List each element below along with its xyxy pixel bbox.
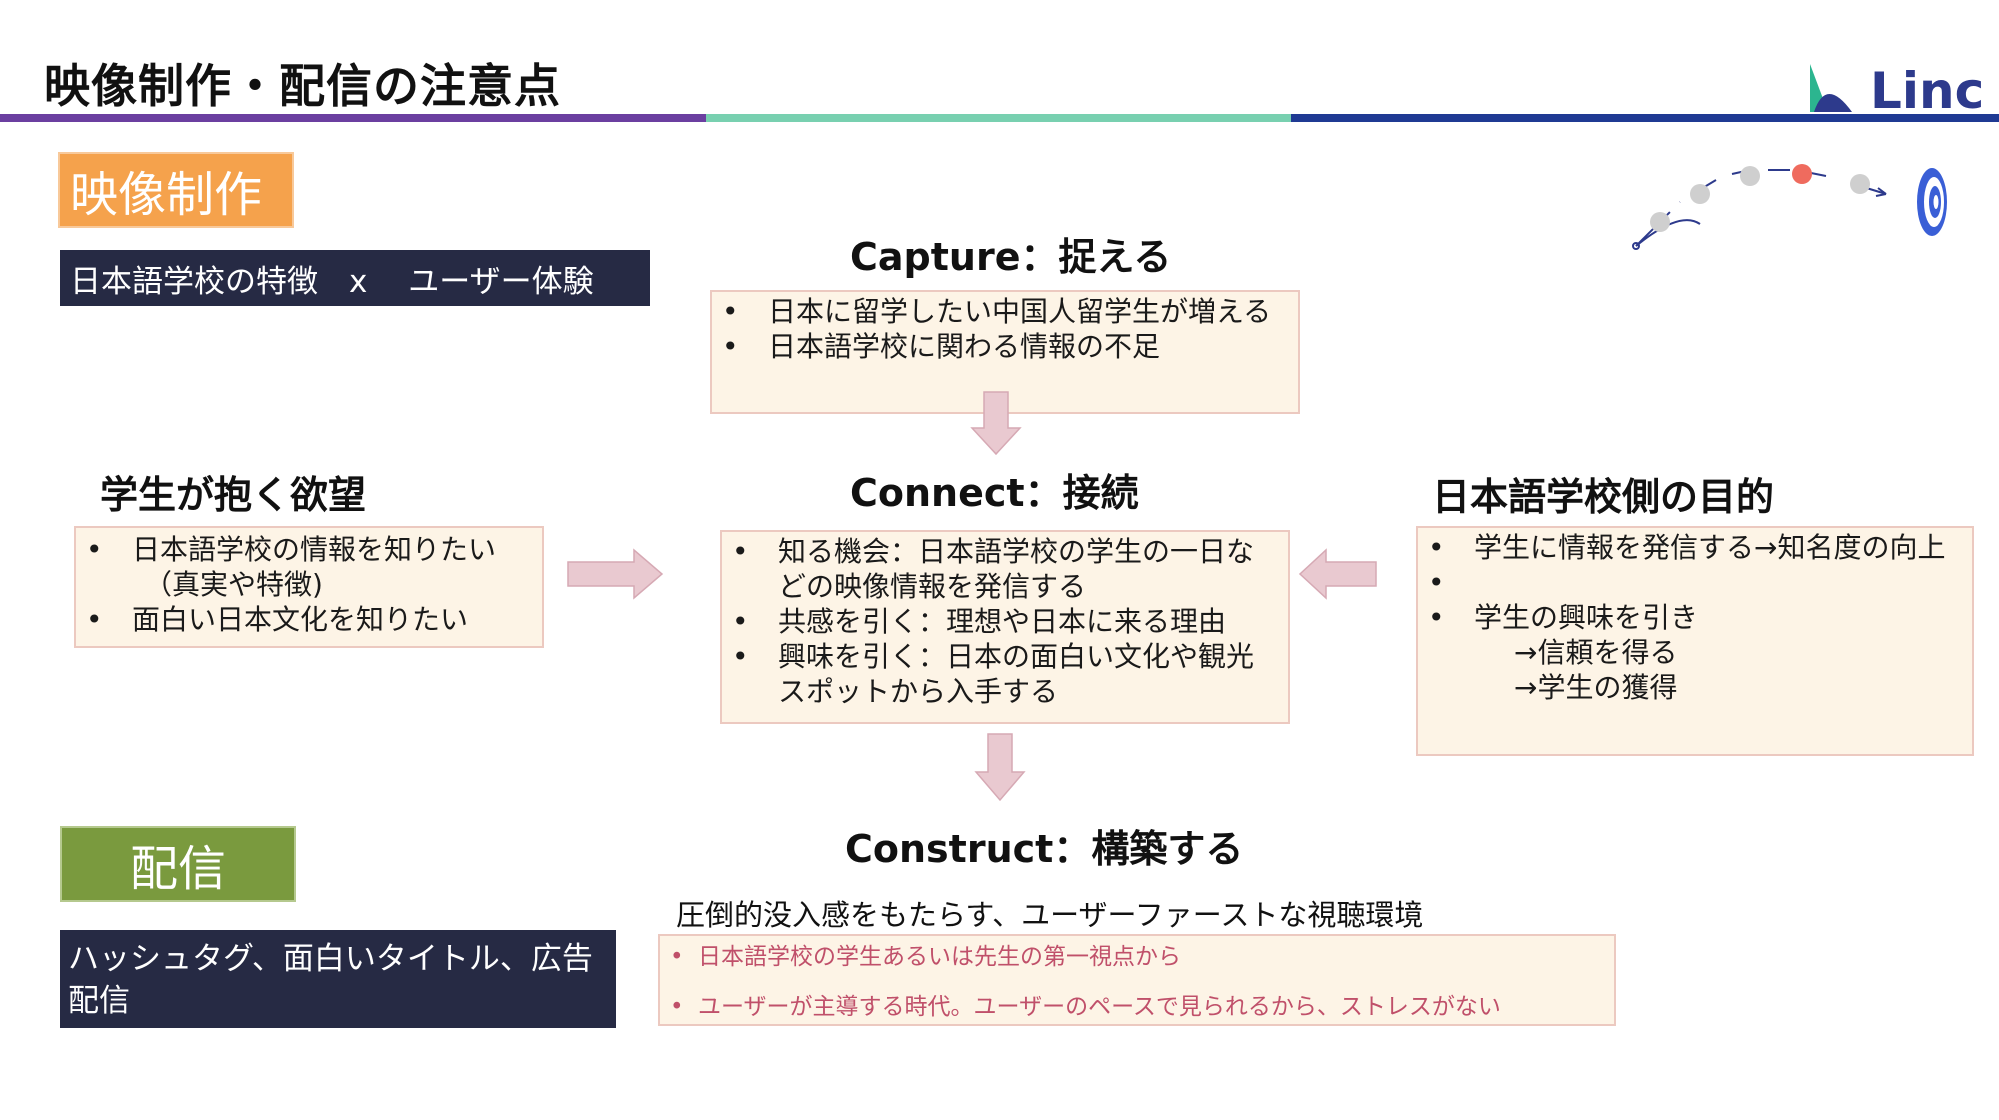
goal-box: 学生に情報を発信する→知名度の向上 学生の興味を引き →信頼を得る →学生の獲得: [1416, 526, 1974, 756]
page-title: 映像制作・配信の注意点: [44, 59, 561, 113]
construct-item: 日本語学校の学生あるいは先生の第一視点から: [660, 942, 1614, 972]
header-bar-teal: [706, 114, 1291, 122]
connect-item: 共感を引く：理想や日本に来る理由: [722, 604, 1278, 639]
desire-item: 日本語学校の情報を知りたい（真実や特徴): [76, 532, 542, 602]
goal-heading: 日本語学校側の目的: [1432, 475, 1775, 519]
desire-item: 面白い日本文化を知りたい: [76, 602, 542, 637]
capture-item: 日本語学校に関わる情報の不足: [712, 329, 1278, 364]
connect-box: 知る機会：日本語学校の学生の一日などの映像情報を発信する 共感を引く：理想や日本…: [720, 530, 1290, 724]
connect-item: 知る機会：日本語学校の学生の一日などの映像情報を発信する: [722, 534, 1278, 604]
capture-heading: Capture：捉える: [850, 235, 1172, 279]
arrow-down-capture-icon: [970, 391, 1022, 456]
desire-heading: 学生が抱く欲望: [100, 473, 367, 517]
construct-heading: Construct：構築する: [845, 827, 1244, 871]
header-bar-purple: [0, 114, 706, 122]
delivery-banner: ハッシュタグ、面白いタイトル、広告配信: [60, 930, 616, 1028]
delivery-tag: 配信: [60, 826, 296, 902]
video-production-banner: 日本語学校の特徴 x ユーザー体験: [60, 250, 650, 306]
goal-sub-item: →信頼を得る: [1514, 636, 1678, 669]
arrow-down-connect-icon: [974, 733, 1026, 802]
connect-heading: Connect：接続: [850, 471, 1139, 515]
customer-journey-target-icon: [1632, 164, 1947, 250]
connect-item: 興味を引く：日本の面白い文化や観光スポットから入手する: [722, 639, 1278, 709]
goal-sub-item: →学生の獲得: [1514, 671, 1678, 704]
goal-item: 学生の興味を引き: [1418, 600, 1958, 635]
linc-logo: Linc: [1808, 60, 1984, 120]
construct-subtitle: 圧倒的没入感をもたらす、ユーザーファーストな視聴環境: [676, 898, 1424, 932]
header-bar-blue: [1291, 114, 1999, 122]
linc-logo-icon: [1810, 64, 1852, 112]
construct-item: ユーザーが主導する時代。ユーザーのペースで見られるから、ストレスがない: [660, 992, 1614, 1022]
logo-text: Linc: [1870, 62, 1985, 120]
construct-box: 日本語学校の学生あるいは先生の第一視点から ユーザーが主導する時代。ユーザーのペ…: [658, 934, 1616, 1026]
capture-item: 日本に留学したい中国人留学生が増える: [712, 294, 1278, 329]
goal-item: 学生に情報を発信する→知名度の向上: [1418, 530, 1958, 565]
desire-box: 日本語学校の情報を知りたい（真実や特徴) 面白い日本文化を知りたい: [74, 526, 544, 648]
arrow-left-icon: [1298, 548, 1377, 600]
video-production-tag: 映像制作: [58, 152, 294, 228]
arrow-right-icon: [567, 548, 664, 600]
